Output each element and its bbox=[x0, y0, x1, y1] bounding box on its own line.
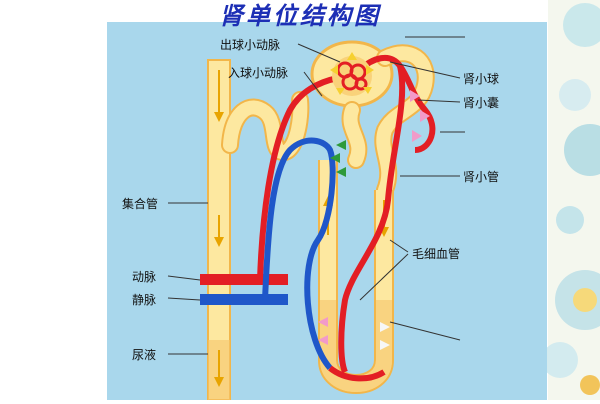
label-renal-tubule: 肾小管 bbox=[463, 170, 500, 184]
label-glomerulus: 肾小球 bbox=[463, 72, 500, 86]
label-efferent-arteriole: 出球小动脉 bbox=[220, 38, 281, 52]
vein-bar bbox=[200, 294, 288, 305]
page-title: 肾单位结构图 bbox=[219, 1, 381, 30]
label-capillary: 毛细血管 bbox=[412, 247, 461, 261]
label-bowman-capsule: 肾小囊 bbox=[463, 96, 500, 110]
leader-lines bbox=[167, 36, 465, 355]
efferent-arteriole-shape bbox=[357, 54, 436, 153]
label-collecting-duct: 集合管 bbox=[122, 197, 159, 211]
glomerulus-shape bbox=[330, 52, 374, 96]
vein-capillary-shape bbox=[262, 137, 336, 370]
collecting-duct-shape bbox=[207, 59, 231, 401]
artery-bar bbox=[200, 274, 288, 285]
label-artery: 动脉 bbox=[132, 270, 157, 284]
label-afferent-arteriole: 入球小动脉 bbox=[228, 66, 289, 80]
label-vein: 静脉 bbox=[132, 293, 157, 307]
label-urine: 尿液 bbox=[132, 348, 157, 362]
decorative-pattern bbox=[542, 0, 600, 400]
reabsorption-arrows bbox=[318, 90, 430, 350]
